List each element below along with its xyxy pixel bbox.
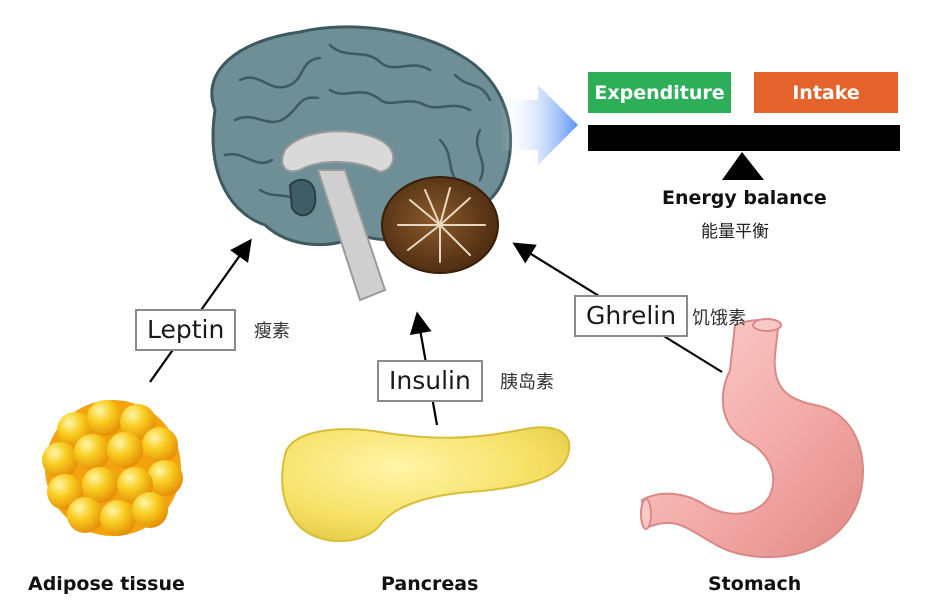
insulin-chinese-label: 胰岛素 bbox=[500, 372, 554, 393]
balance-fulcrum bbox=[722, 152, 764, 180]
adipose-tissue-label: Adipose tissue bbox=[28, 573, 185, 595]
pancreas-illustration bbox=[281, 426, 571, 543]
intake-label: Intake bbox=[792, 81, 860, 104]
balance-beam bbox=[588, 125, 900, 151]
insulin-label: Insulin bbox=[389, 366, 471, 395]
leptin-label: Leptin bbox=[147, 315, 225, 344]
expenditure-label: Expenditure bbox=[594, 81, 725, 104]
stomach-label: Stomach bbox=[708, 573, 802, 595]
brain-illustration bbox=[210, 25, 513, 302]
insulin-label-box: Insulin bbox=[377, 360, 483, 402]
brain-to-balance-arrow bbox=[500, 85, 578, 165]
ghrelin-label-box: Ghrelin bbox=[574, 295, 689, 337]
intake-bar: Intake bbox=[754, 72, 898, 113]
leptin-label-box: Leptin bbox=[135, 309, 237, 351]
energy-balance-chinese: 能量平衡 bbox=[701, 222, 769, 242]
energy-balance-title: Energy balance bbox=[662, 187, 827, 209]
pancreas-label: Pancreas bbox=[381, 573, 479, 595]
ghrelin-label: Ghrelin bbox=[586, 301, 677, 330]
leptin-chinese-label: 瘦素 bbox=[254, 321, 290, 342]
adipose-tissue-illustration bbox=[42, 400, 183, 536]
expenditure-bar: Expenditure bbox=[588, 72, 731, 113]
stomach-illustration bbox=[640, 319, 864, 559]
ghrelin-chinese-label: 饥饿素 bbox=[692, 308, 746, 329]
